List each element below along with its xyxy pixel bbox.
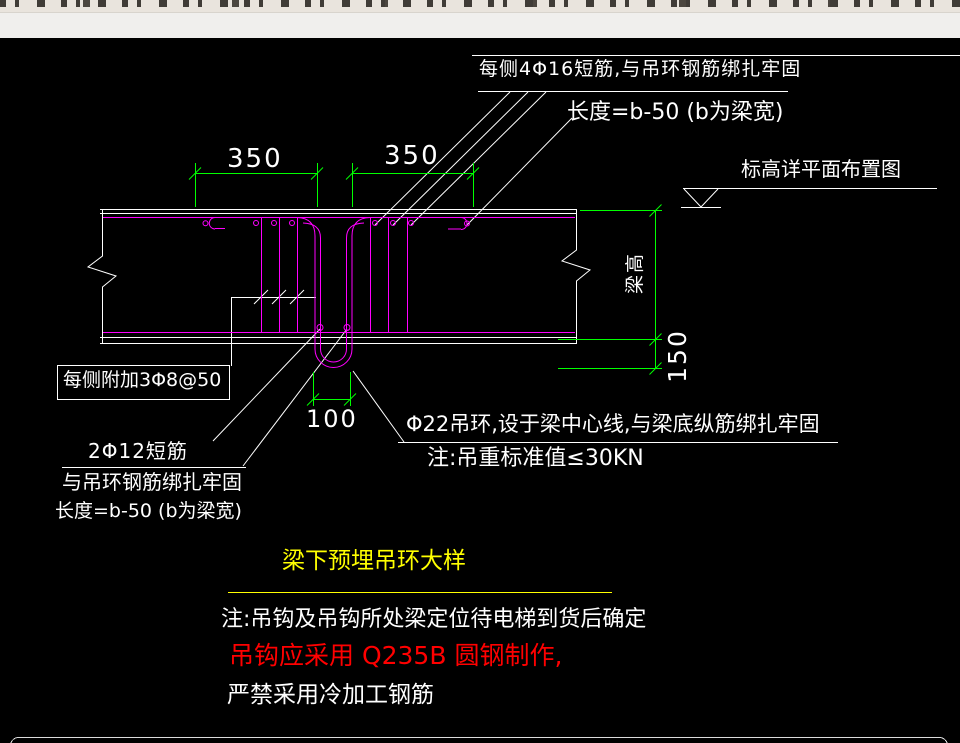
bar-hook-left <box>202 217 225 230</box>
dim-hook-drop: 150 <box>663 329 692 383</box>
short-bar-note-line2: 与吊环钢筋绑扎牢固 <box>62 470 242 494</box>
top-note-line1: 每侧4Φ16短筋,与吊环钢筋绑扎牢固 <box>479 58 802 80</box>
beam-outline <box>86 209 592 344</box>
command-input-box[interactable] <box>10 737 948 743</box>
break-symbol-left <box>86 209 118 344</box>
stirrup-note-box <box>57 365 230 400</box>
dim-right-span: 350 <box>384 141 440 171</box>
elevation-marker-icon <box>681 188 937 208</box>
hook-note-line2: 注:吊重标准值≤30KN <box>427 446 644 471</box>
top-note-line2: 长度=b-50 (b为梁宽) <box>567 100 784 125</box>
phi16-bar-sections <box>253 220 414 226</box>
short-bar-note-line3: 长度=b-50 (b为梁宽) <box>55 500 242 522</box>
dim-left-span: 350 <box>227 144 283 174</box>
menu-bar[interactable] <box>0 0 960 12</box>
general-note-line3: 严禁采用冷加工钢筋 <box>227 682 434 708</box>
clipped-menu-text <box>0 0 960 7</box>
general-note-line1: 注:吊钩及吊钩所处梁定位待电梯到货后确定 <box>221 607 647 632</box>
hook-note-line1: Φ22吊环,设于梁中心线,与梁底纵筋绑扎牢固 <box>406 412 820 436</box>
phi12-bar-sections <box>316 324 351 331</box>
bar-hook-right <box>448 217 470 230</box>
drawing-title: 梁下预埋吊环大样 <box>282 548 466 574</box>
dimension-linework <box>188 163 662 406</box>
dim-hook-width: 100 <box>306 405 358 433</box>
toolbar-strip[interactable] <box>0 12 960 38</box>
dim-beam-height: 梁高 <box>624 252 646 295</box>
short-bar-note-line1: 2Φ12短筋 <box>88 439 188 463</box>
lifting-ring <box>296 217 371 368</box>
general-note-line2: 吊钩应采用 Q235B 圆钢制作, <box>229 641 563 670</box>
break-symbol-right <box>560 209 592 344</box>
stirrup-note: 每侧附加3Φ8@50 <box>63 369 222 391</box>
rebar-linework <box>103 217 575 368</box>
elevation-label: 标高详平面布置图 <box>741 157 901 181</box>
white-linework <box>57 55 960 468</box>
